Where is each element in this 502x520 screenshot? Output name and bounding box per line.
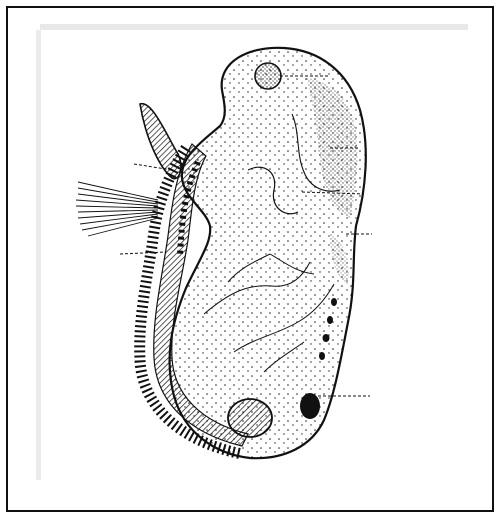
scan-edge-top — [40, 24, 468, 30]
figure-frame — [6, 6, 494, 512]
dark-nucleus — [300, 393, 320, 419]
figure-plate — [34, 22, 474, 488]
upper-vacuole — [255, 63, 281, 89]
scan-edge-left — [36, 30, 41, 480]
ciliate-drawing — [34, 22, 474, 488]
lower-vacuole — [228, 399, 272, 437]
